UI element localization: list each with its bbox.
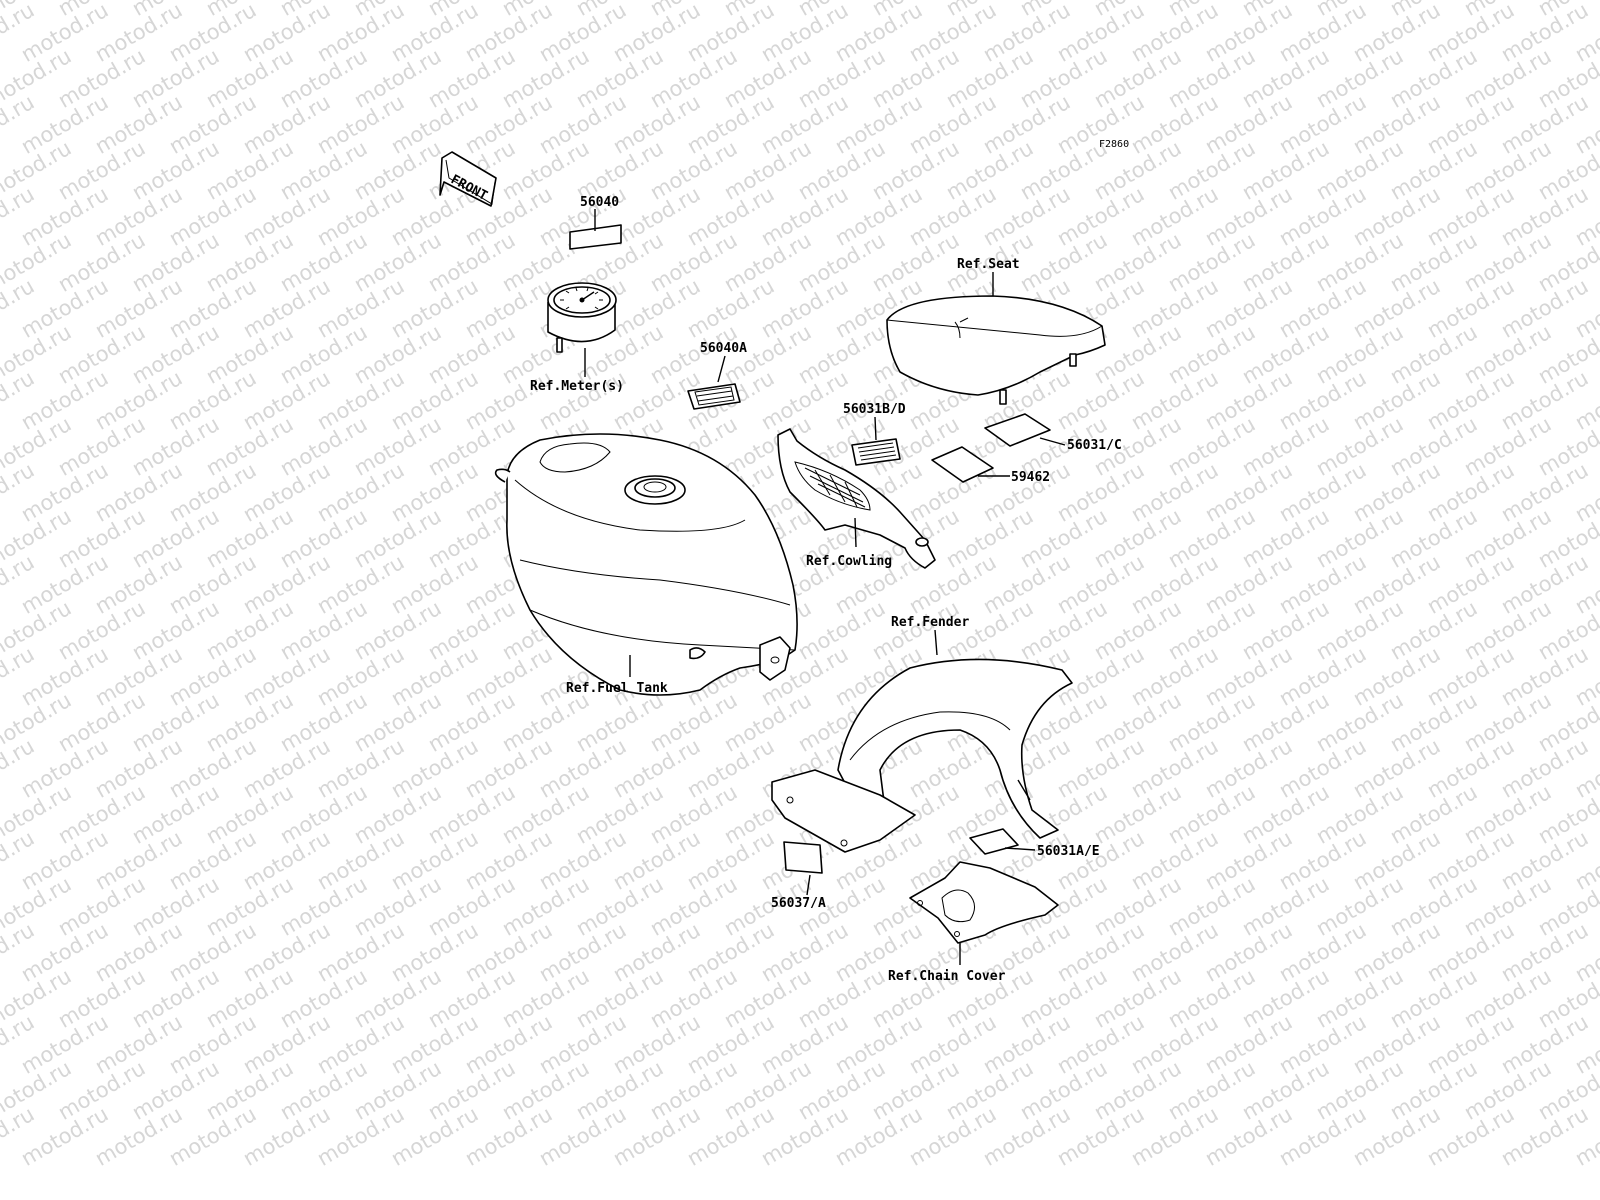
part-number-56031BD: 56031B/D xyxy=(843,402,906,417)
label-56040A: 56040A xyxy=(687,341,747,410)
cowling: Ref.Cowling xyxy=(777,428,936,569)
part-number-56037A: 56037/A xyxy=(771,896,826,911)
part-number-56031AE: 56031A/E xyxy=(1037,844,1100,859)
ref-seat-label: Ref.Seat xyxy=(957,257,1020,272)
ref-fuel-tank-label: Ref.Fuel Tank xyxy=(566,681,668,696)
front-direction-arrow-icon: FRONT xyxy=(439,151,497,207)
ref-chain-cover-label: Ref.Chain Cover xyxy=(888,969,1006,984)
part-number-56040: 56040 xyxy=(580,195,619,210)
label-56031AE: 56031A/E xyxy=(969,828,1100,859)
speedometer-meter: Ref.Meter(s) xyxy=(530,282,624,394)
figure-code: F2860 xyxy=(1099,139,1129,150)
part-number-56031C: 56031/C xyxy=(1067,438,1122,453)
label-59462: 59462 xyxy=(931,446,1050,485)
label-56031BD: 56031B/D xyxy=(843,402,906,466)
ref-meter-label: Ref.Meter(s) xyxy=(530,379,624,394)
label-56031C: 56031/C xyxy=(984,413,1122,453)
seat: Ref.Seat xyxy=(886,257,1106,405)
ref-cowling-label: Ref.Cowling xyxy=(806,554,892,569)
part-number-56040A: 56040A xyxy=(700,341,747,356)
rear-fender: Ref.Fender xyxy=(771,615,1073,853)
ref-fender-label: Ref.Fender xyxy=(891,615,969,630)
fuel-tank: Ref.Fuel Tank xyxy=(494,433,798,696)
label-56037A: 56037/A xyxy=(771,841,826,911)
chain-cover: Ref.Chain Cover xyxy=(888,861,1059,984)
label-56040: 56040 xyxy=(569,195,622,250)
part-number-59462: 59462 xyxy=(1011,470,1050,485)
